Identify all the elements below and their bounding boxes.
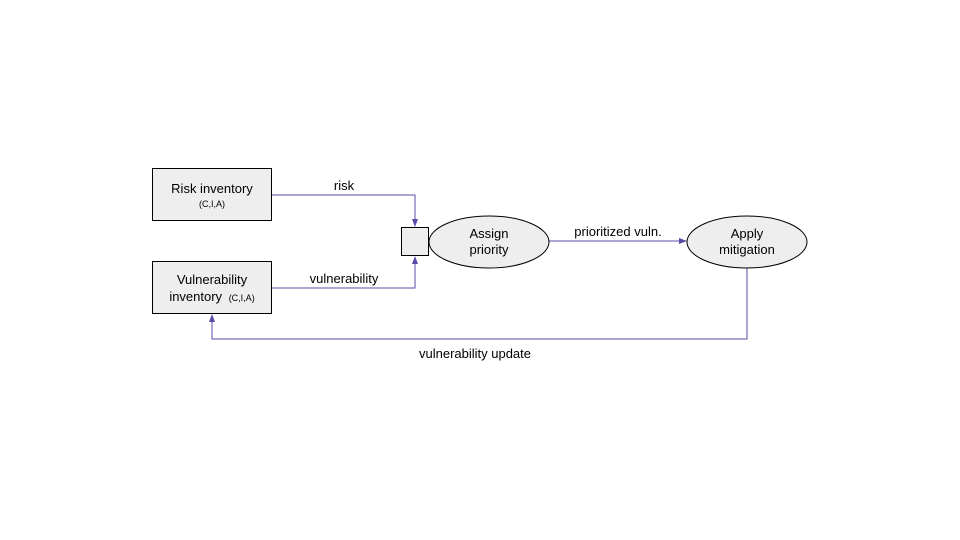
risk-edge-label: risk xyxy=(334,178,355,193)
update-arrowhead xyxy=(209,314,215,322)
risk-inventory-box xyxy=(152,168,272,221)
connectors xyxy=(209,194,748,340)
junction-box xyxy=(401,227,429,256)
apply-mitigation-ellipse xyxy=(686,215,808,269)
vulnerability-inventory-title-line2: inventory (C,I,A) xyxy=(169,289,254,304)
update-edge-label: vulnerability update xyxy=(419,346,531,361)
risk-connector xyxy=(272,194,416,221)
assign-priority-line2: priority xyxy=(469,242,509,257)
vulnerability-inventory-box xyxy=(152,261,272,314)
assign-priority-node: Assign priority xyxy=(428,215,550,269)
update-connector xyxy=(211,268,748,340)
vulnerability-inventory-title-line1: Vulnerability xyxy=(177,272,248,287)
risk-inventory-title: Risk inventory xyxy=(171,181,253,196)
apply-mitigation-line1: Apply xyxy=(731,226,764,241)
vulnerability-inventory-node: Vulnerability inventory (C,I,A) xyxy=(152,261,272,314)
risk-inventory-subtitle: (C,I,A) xyxy=(199,199,225,209)
risk-arrowhead xyxy=(412,219,418,227)
assign-priority-ellipse xyxy=(428,215,550,269)
apply-mitigation-node: Apply mitigation xyxy=(686,215,808,269)
prioritized-arrowhead xyxy=(679,238,687,244)
vulnerability-edge-label: vulnerability xyxy=(310,271,379,286)
vulnerability-inventory-subtitle: (C,I,A) xyxy=(229,293,255,303)
prioritized-edge-label: prioritized vuln. xyxy=(574,224,661,239)
risk-inventory-node: Risk inventory (C,I,A) xyxy=(152,168,272,221)
vulnerability-arrowhead xyxy=(412,256,418,264)
assign-priority-line1: Assign xyxy=(469,226,508,241)
apply-mitigation-line2: mitigation xyxy=(719,242,775,257)
vulnerability-connector xyxy=(272,262,416,289)
vulnerability-inventory-title-line2-main: inventory xyxy=(169,289,222,304)
